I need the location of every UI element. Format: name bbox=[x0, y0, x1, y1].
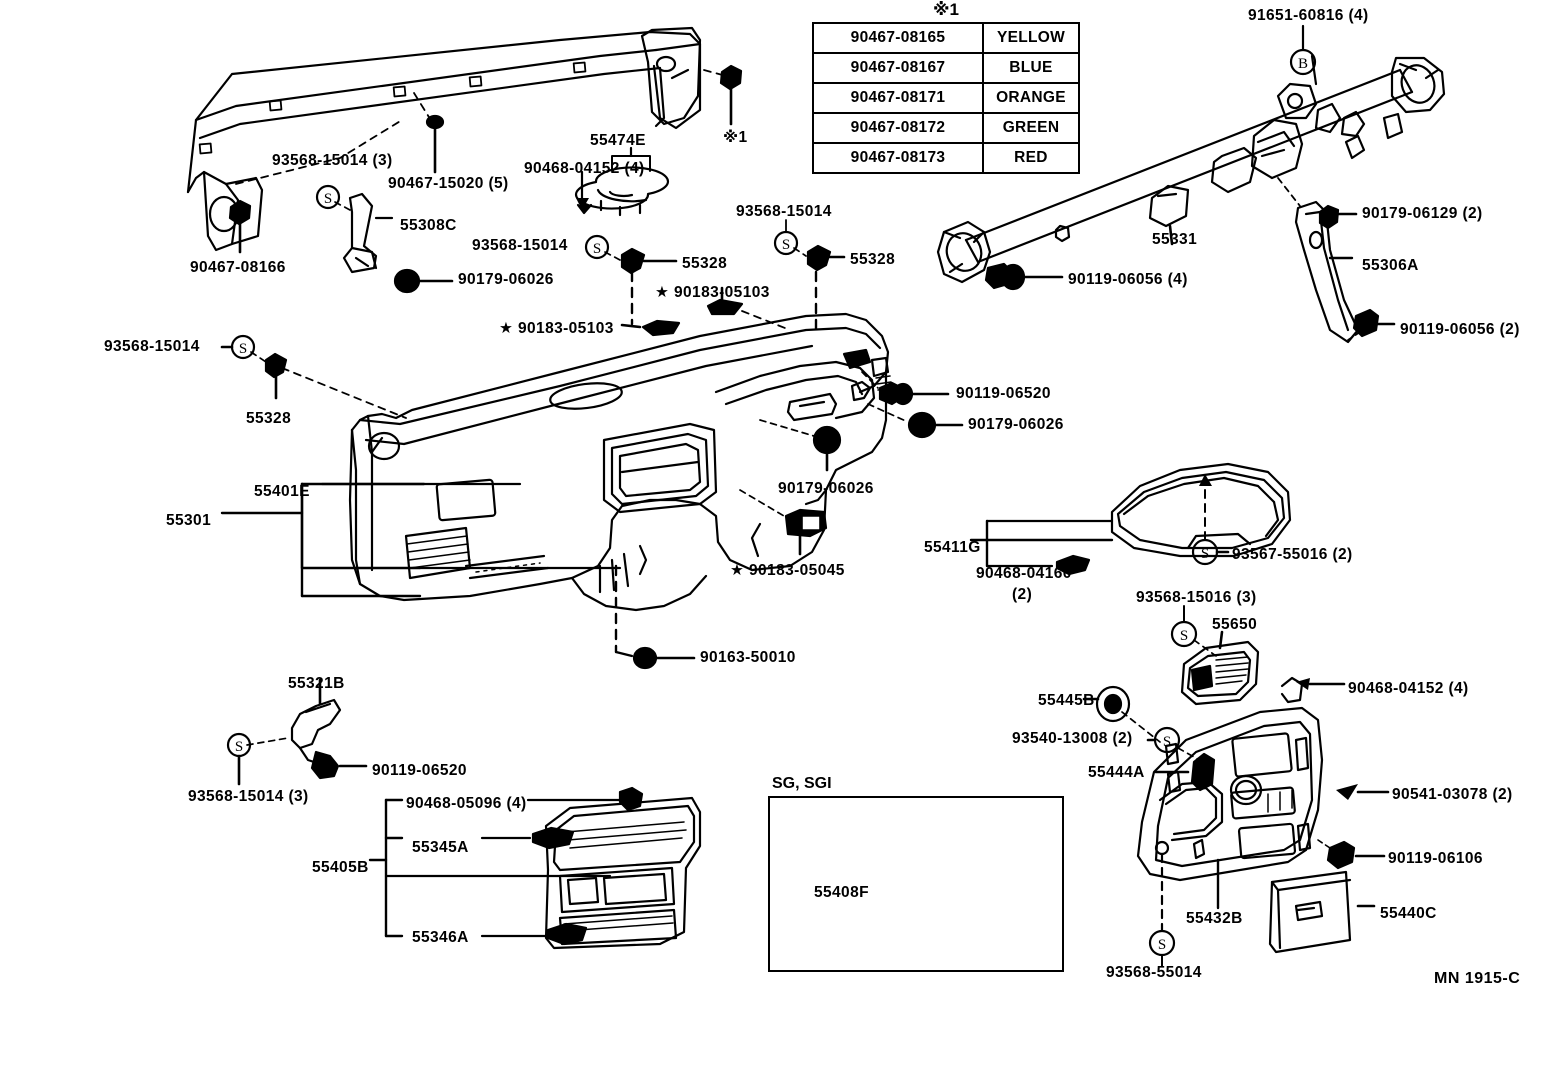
part-label-90541-030782: 90541-03078 (2) bbox=[1392, 786, 1513, 803]
svg-text:S: S bbox=[1201, 546, 1209, 562]
color-table-part: 90467-08172 bbox=[812, 112, 984, 144]
color-table-color: ORANGE bbox=[982, 82, 1080, 114]
part-label-55432b: 55432B bbox=[1186, 910, 1243, 927]
part-label-90179-06026: 90179-06026 bbox=[968, 416, 1064, 433]
variant-box bbox=[768, 796, 1064, 972]
part-label-55301: 55301 bbox=[166, 512, 212, 529]
color-table-title: ※1 bbox=[933, 0, 959, 19]
part-label-90468-050964: 90468-05096 (4) bbox=[406, 795, 527, 812]
part-label-93567-550162: 93567-55016 (2) bbox=[1232, 546, 1353, 563]
svg-text:S: S bbox=[1163, 734, 1171, 750]
part-label-93568-15014: 93568-15014 bbox=[104, 338, 200, 355]
variant-box-title: SG, SGI bbox=[772, 775, 832, 792]
part-label-55331: 55331 bbox=[1152, 231, 1198, 248]
part-label-55411g: 55411G bbox=[924, 539, 981, 556]
color-table-part: 90467-08173 bbox=[812, 142, 984, 174]
part-label-55321b: 55321B bbox=[288, 675, 345, 692]
part-label-55444a: 55444A bbox=[1088, 764, 1145, 781]
part-label-55474e: 55474E bbox=[590, 132, 646, 149]
part-label-91651-608164: 91651-60816 (4) bbox=[1248, 7, 1369, 24]
color-code-table: 90467-08165 YELLOW 90467-08167 BLUE 9046… bbox=[812, 22, 1080, 174]
part-label-55445b: 55445B bbox=[1038, 692, 1095, 709]
part-label-90119-06520: 90119-06520 bbox=[956, 385, 1051, 402]
table-row: 90467-08167 BLUE bbox=[812, 52, 1080, 84]
part-label-93568-150143: 93568-15014 (3) bbox=[188, 788, 309, 805]
svg-text:S: S bbox=[782, 237, 790, 253]
svg-text:B: B bbox=[1298, 56, 1308, 72]
part-label-90119-060564: 90119-06056 (4) bbox=[1068, 271, 1188, 288]
color-table-color: YELLOW bbox=[982, 22, 1080, 54]
part-label-90183-05045: ★ 90183-05045 bbox=[730, 562, 845, 579]
part-label-2: (2) bbox=[1012, 586, 1033, 603]
part-label-55650: 55650 bbox=[1212, 616, 1258, 633]
part-label-90183-05103: ★ 90183-05103 bbox=[499, 320, 614, 337]
part-label-93568-15014: 93568-15014 bbox=[736, 203, 832, 220]
part-label-55405b: 55405B bbox=[312, 859, 369, 876]
part-label-55328: 55328 bbox=[246, 410, 292, 427]
svg-text:S: S bbox=[593, 241, 601, 257]
part-label-90467-08166: 90467-08166 bbox=[190, 259, 286, 276]
part-label-90119-060562: 90119-06056 (2) bbox=[1400, 321, 1520, 338]
table-row: 90467-08171 ORANGE bbox=[812, 82, 1080, 114]
part-label-90163-50010: 90163-50010 bbox=[700, 649, 796, 666]
svg-text:S: S bbox=[324, 191, 332, 207]
part-label-55440c: 55440C bbox=[1380, 905, 1437, 922]
color-table-part: 90467-08171 bbox=[812, 82, 984, 114]
part-label-55306a: 55306A bbox=[1362, 257, 1419, 274]
part-label-90179-06026: 90179-06026 bbox=[458, 271, 554, 288]
diagram-code: MN 1915-C bbox=[1434, 970, 1521, 987]
part-label-90179-06026: 90179-06026 bbox=[778, 480, 874, 497]
part-label-93568-55014: 93568-55014 bbox=[1106, 964, 1202, 981]
part-label-90119-06520: 90119-06520 bbox=[372, 762, 467, 779]
svg-text:S: S bbox=[235, 739, 243, 755]
part-label-90467-150205: 90467-15020 (5) bbox=[388, 175, 509, 192]
part-label-55328: 55328 bbox=[850, 251, 896, 268]
part-label-55328: 55328 bbox=[682, 255, 728, 272]
color-table-color: RED bbox=[982, 142, 1080, 174]
part-label-55308c: 55308C bbox=[400, 217, 457, 234]
color-table-color: BLUE bbox=[982, 52, 1080, 84]
table-row: 90467-08173 RED bbox=[812, 142, 1080, 174]
part-label-93540-130082: 93540-13008 (2) bbox=[1012, 730, 1133, 747]
svg-text:S: S bbox=[239, 341, 247, 357]
part-label-1: ※1 bbox=[723, 129, 748, 146]
part-label-55401e: 55401E bbox=[254, 483, 310, 500]
part-label-90179-061292: 90179-06129 (2) bbox=[1362, 205, 1483, 222]
color-table-color: GREEN bbox=[982, 112, 1080, 144]
part-label-55345a: 55345A bbox=[412, 839, 469, 856]
table-row: 90467-08165 YELLOW bbox=[812, 22, 1080, 54]
color-table-part: 90467-08165 bbox=[812, 22, 984, 54]
part-label-90468-041524: 90468-04152 (4) bbox=[1348, 680, 1469, 697]
part-label-55346a: 55346A bbox=[412, 929, 469, 946]
part-label-93568-150163: 93568-15016 (3) bbox=[1136, 589, 1257, 606]
color-table-part: 90467-08167 bbox=[812, 52, 984, 84]
svg-text:S: S bbox=[1158, 937, 1166, 953]
part-label-93568-15014: 93568-15014 bbox=[472, 237, 568, 254]
part-label-90119-06106: 90119-06106 bbox=[1388, 850, 1483, 867]
table-row: 90467-08172 GREEN bbox=[812, 112, 1080, 144]
part-label-93568-150143: 93568-15014 (3) bbox=[272, 152, 393, 169]
svg-text:S: S bbox=[1180, 628, 1188, 644]
part-label-55408f: 55408F bbox=[814, 884, 869, 901]
part-label-90468-041524: 90468-04152 (4) bbox=[524, 160, 645, 177]
part-label-90183-05103: ★ 90183-05103 bbox=[655, 284, 770, 301]
color-table-body: 90467-08165 YELLOW 90467-08167 BLUE 9046… bbox=[812, 22, 1080, 174]
part-label-90468-04160: 90468-04160 bbox=[976, 565, 1072, 582]
